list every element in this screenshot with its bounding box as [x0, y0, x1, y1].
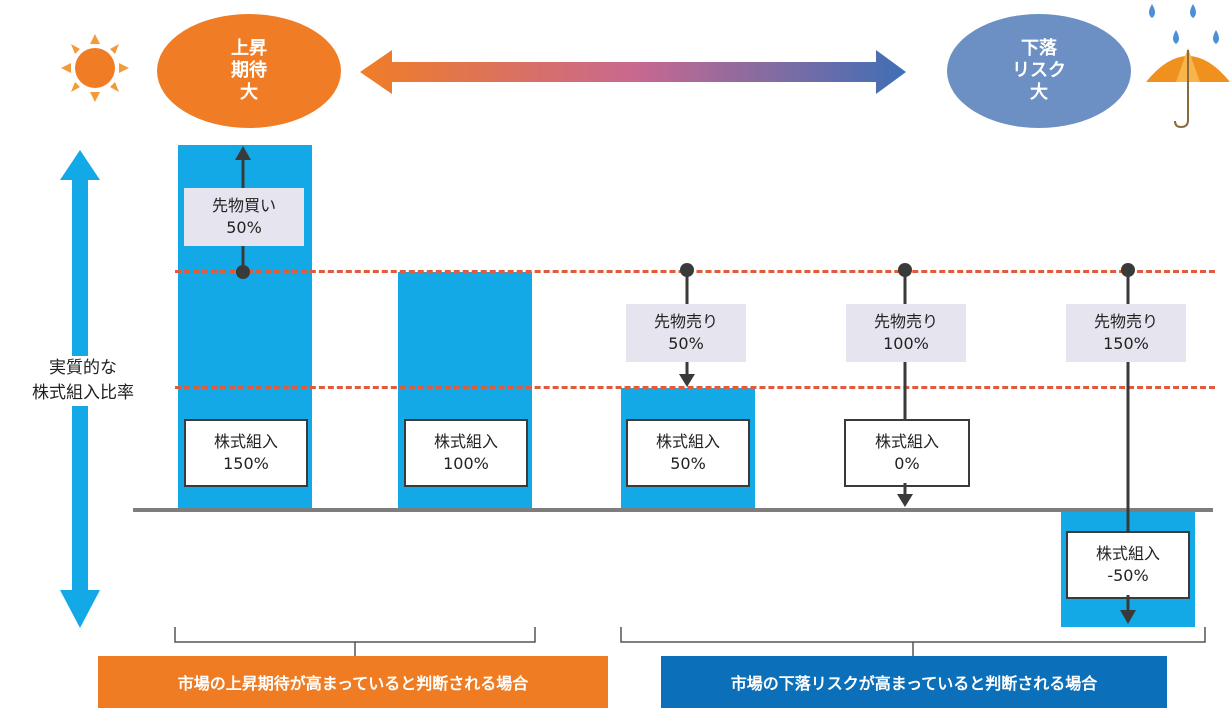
futures-buy-label: 先物買い 50%: [184, 188, 304, 246]
sun-icon: [61, 34, 129, 102]
stock-allocation-label: 株式組入 50%: [626, 419, 750, 487]
futures-sell-label: 先物売り 150%: [1066, 304, 1186, 362]
upside-scenario-banner: 市場の上昇期待が高まっていると判断される場合: [98, 656, 608, 708]
stock-allocation-label: 株式組入 100%: [404, 419, 528, 487]
downside-scenario-banner: 市場の下落リスクが高まっていると判断される場合: [661, 656, 1167, 708]
stock-allocation-label: 株式組入 150%: [184, 419, 308, 487]
dashed-line-50: [175, 386, 1215, 389]
expectation-range-arrow: [360, 50, 906, 94]
rain-umbrella-icon: [1146, 4, 1230, 129]
futures-sell-label: 先物売り 50%: [626, 304, 746, 362]
downside-risk-ellipse: 下落 リスク 大: [947, 14, 1131, 128]
dashed-line-100: [175, 270, 1215, 273]
stock-allocation-label: 株式組入 0%: [844, 419, 970, 487]
y-axis-label: 実質的な 株式組入比率: [0, 356, 166, 406]
stock-allocation-label: 株式組入 -50%: [1066, 531, 1190, 599]
futures-sell-label: 先物売り 100%: [846, 304, 966, 362]
upside-expectation-ellipse: 上昇 期待 大: [157, 14, 341, 128]
right-bracket: [620, 627, 1206, 656]
left-bracket: [174, 627, 536, 656]
zero-baseline: [133, 508, 1213, 512]
